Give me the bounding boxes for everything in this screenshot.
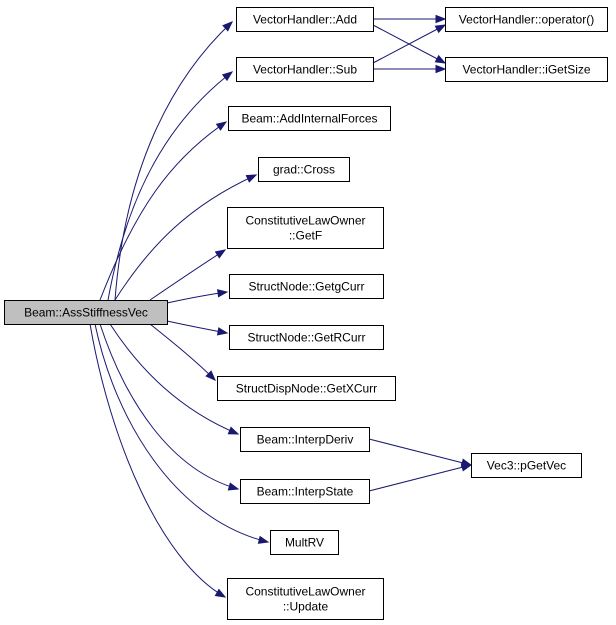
node-root-label-0: Beam::AssStiffnessVec — [24, 306, 148, 320]
edge-root-addint-arrowhead — [215, 121, 228, 131]
node-getr[interactable]: StructNode::GetRCurr — [229, 325, 384, 350]
node-cross-box — [258, 157, 350, 182]
node-getr-label-0: StructNode::GetRCurr — [247, 331, 365, 345]
edge-add-op-arrowhead — [435, 14, 447, 24]
node-istate-label-0: Beam::InterpState — [257, 485, 354, 499]
node-sub-label-0: VectorHandler::Sub — [253, 63, 357, 77]
node-ideriv[interactable]: Beam::InterpDeriv — [240, 427, 370, 452]
edge-root-add — [114, 21, 233, 301]
node-isize[interactable]: VectorHandler::iGetSize — [445, 57, 608, 82]
node-getx[interactable]: StructDispNode::GetXCurr — [217, 376, 396, 401]
node-op-box — [445, 7, 608, 32]
edge-root-update-arrowhead — [214, 588, 227, 598]
edge-root-sub-arrowhead — [221, 71, 234, 82]
edge-istate-pgetvec — [368, 464, 472, 492]
node-sub-box — [236, 57, 374, 82]
node-add-box — [236, 7, 374, 32]
node-op[interactable]: VectorHandler::operator() — [445, 7, 608, 32]
node-getg[interactable]: StructNode::GetgCurr — [229, 274, 384, 299]
node-sub[interactable]: VectorHandler::Sub — [236, 57, 374, 82]
node-getg-label-0: StructNode::GetgCurr — [248, 280, 364, 294]
edge-root-cross-arrowhead — [245, 174, 258, 183]
node-multrv[interactable]: MultRV — [270, 530, 339, 555]
node-addint-label-0: Beam::AddInternalForces — [241, 112, 377, 126]
node-multrv-label-0: MultRV — [285, 536, 324, 550]
edge-root-addint — [99, 121, 227, 301]
node-pgetvec[interactable]: Vec3::pGetVec — [471, 453, 582, 478]
edge-root-update — [89, 323, 226, 598]
node-ideriv-label-0: Beam::InterpDeriv — [257, 433, 354, 447]
node-update[interactable]: ConstitutiveLawOwner::Update — [227, 578, 384, 620]
node-ideriv-box — [240, 427, 370, 452]
node-isize-label-0: VectorHandler::iGetSize — [462, 63, 590, 77]
edge-sub-op-arrowhead — [434, 24, 447, 34]
node-update-label-1: ::Update — [283, 600, 329, 614]
edge-add-isize-arrowhead — [434, 54, 447, 64]
node-add-label-0: VectorHandler::Add — [253, 13, 357, 27]
edge-root-istate — [99, 323, 239, 490]
edge-root-cross — [114, 174, 257, 301]
node-getg-box — [229, 274, 384, 299]
node-getf-box — [227, 207, 384, 249]
node-getx-label-0: StructDispNode::GetXCurr — [236, 382, 377, 396]
edge-root-getf-arrowhead — [214, 249, 227, 259]
node-getf[interactable]: ConstitutiveLawOwner::GetF — [227, 207, 384, 249]
edge-root-sub — [107, 71, 233, 301]
node-getf-label-0: ConstitutiveLawOwner — [245, 214, 365, 228]
node-multrv-box — [270, 530, 339, 555]
node-istate[interactable]: Beam::InterpState — [240, 479, 370, 504]
edge-root-getg-arrowhead — [217, 289, 229, 298]
node-isize-box — [445, 57, 608, 82]
node-cross[interactable]: grad::Cross — [258, 157, 350, 182]
edge-root-getr-arrowhead — [216, 327, 229, 336]
edge-root-multrv — [94, 323, 269, 543]
edge-root-add-arrowhead — [222, 21, 234, 32]
node-addint[interactable]: Beam::AddInternalForces — [228, 106, 391, 131]
edges — [89, 14, 473, 598]
node-istate-box — [240, 479, 370, 504]
edge-root-istate-arrowhead — [227, 482, 240, 491]
edge-sub-op — [372, 24, 446, 64]
node-cross-label-0: grad::Cross — [273, 163, 335, 177]
node-addint-box — [228, 106, 391, 131]
edge-root-multrv-arrowhead — [257, 535, 270, 544]
node-getf-label-1: ::GetF — [289, 229, 322, 243]
node-add[interactable]: VectorHandler::Add — [236, 7, 374, 32]
edge-root-ideriv — [109, 323, 239, 435]
node-getr-box — [229, 325, 384, 350]
node-update-label-0: ConstitutiveLawOwner — [245, 585, 365, 599]
node-root[interactable]: Beam::AssStiffnessVec — [4, 300, 168, 325]
edge-sub-isize-arrowhead — [435, 64, 447, 74]
edge-root-getx — [149, 323, 216, 381]
node-op-label-0: VectorHandler::operator() — [459, 13, 594, 27]
edge-root-getf — [149, 249, 226, 301]
node-root-box — [4, 300, 168, 325]
edge-root-ideriv-arrowhead — [227, 426, 240, 435]
edge-ideriv-pgetvec — [368, 438, 472, 466]
edge-root-getx-arrowhead — [205, 370, 216, 381]
edge-istate-pgetvec-arrowhead — [460, 463, 473, 472]
node-getx-box — [217, 376, 396, 401]
node-update-box — [227, 578, 384, 620]
nodes: Beam::AssStiffnessVecVectorHandler::AddV… — [4, 7, 608, 620]
node-pgetvec-label-0: Vec3::pGetVec — [487, 459, 566, 473]
node-pgetvec-box — [471, 453, 582, 478]
